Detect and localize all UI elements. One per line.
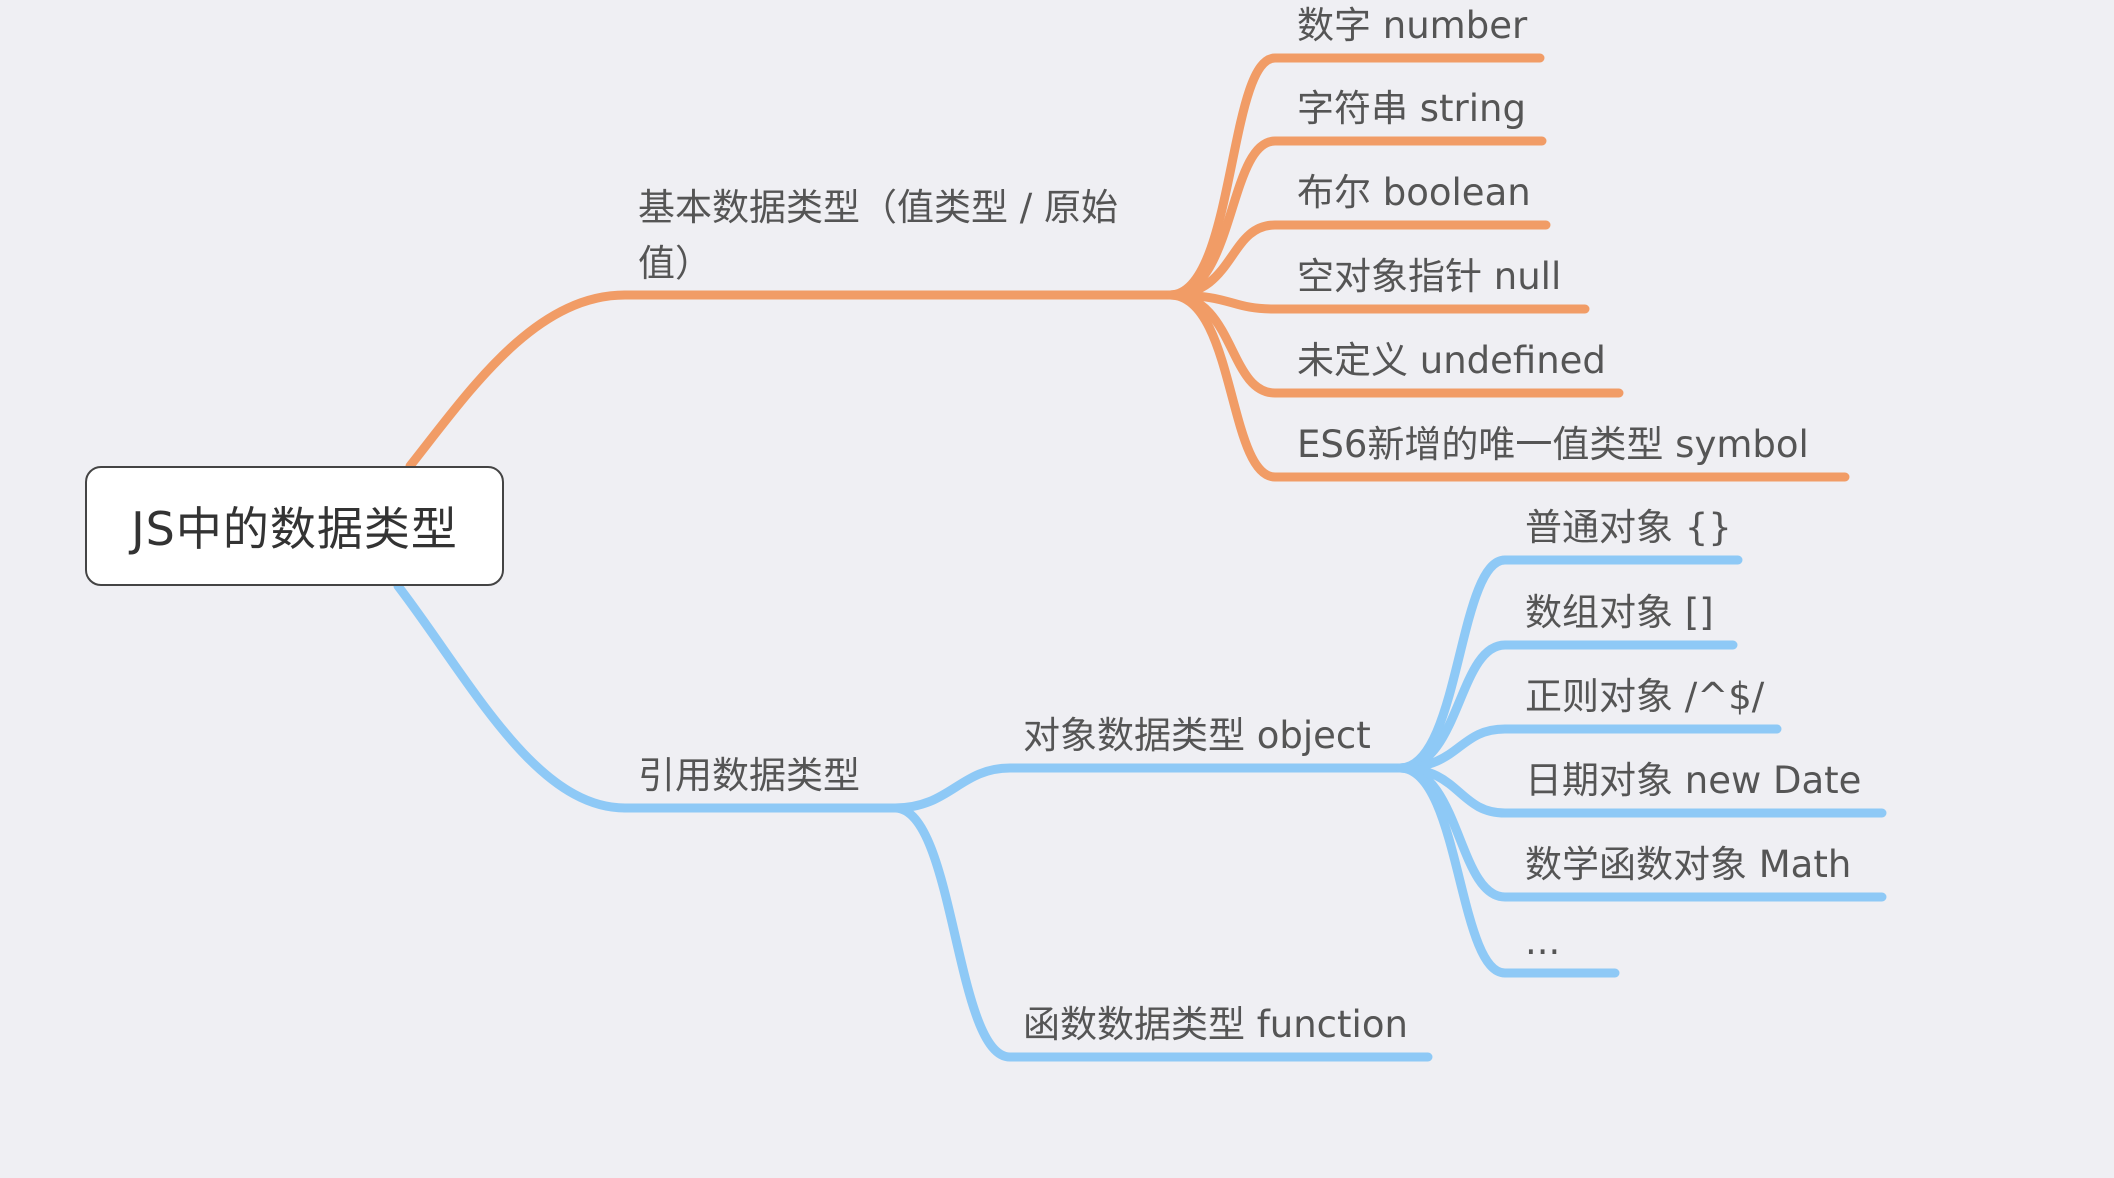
connector-object-more (1395, 763, 1620, 978)
topic-date-object[interactable]: 日期对象 new Date (1525, 759, 1862, 802)
connector-reference-function (890, 803, 1433, 1062)
topic-plain-object[interactable]: 普通对象 {} (1525, 506, 1732, 549)
connector-root-basic (405, 290, 630, 471)
topic-function[interactable]: 函数数据类型 function (1023, 1003, 1408, 1046)
topic-object[interactable]: 对象数据类型 object (1023, 714, 1371, 757)
topic-string[interactable]: 字符串 string (1297, 87, 1526, 130)
topic-array-object[interactable]: 数组对象 [] (1525, 591, 1714, 634)
connector-basic-symbol (1165, 290, 1850, 482)
connector-reference-object (890, 763, 1405, 813)
root-topic[interactable]: JS中的数据类型 (85, 466, 504, 586)
topic-boolean[interactable]: 布尔 boolean (1297, 171, 1531, 214)
topic-null[interactable]: 空对象指针 null (1297, 255, 1562, 298)
topic-number[interactable]: 数字 number (1297, 4, 1528, 47)
topic-reference-types[interactable]: 引用数据类型 (638, 754, 860, 797)
topic-more[interactable]: ... (1525, 920, 1561, 963)
topic-math-object[interactable]: 数学函数对象 Math (1525, 843, 1852, 886)
topic-undefined[interactable]: 未定义 undefined (1297, 339, 1606, 382)
connector-root-reference (393, 581, 630, 813)
topic-regex-object[interactable]: 正则对象 /^$/ (1525, 675, 1765, 718)
topic-symbol[interactable]: ES6新增的唯一值类型 symbol (1297, 423, 1809, 466)
topic-basic-types[interactable]: 基本数据类型（值类型 / 原始值） (638, 186, 1118, 285)
